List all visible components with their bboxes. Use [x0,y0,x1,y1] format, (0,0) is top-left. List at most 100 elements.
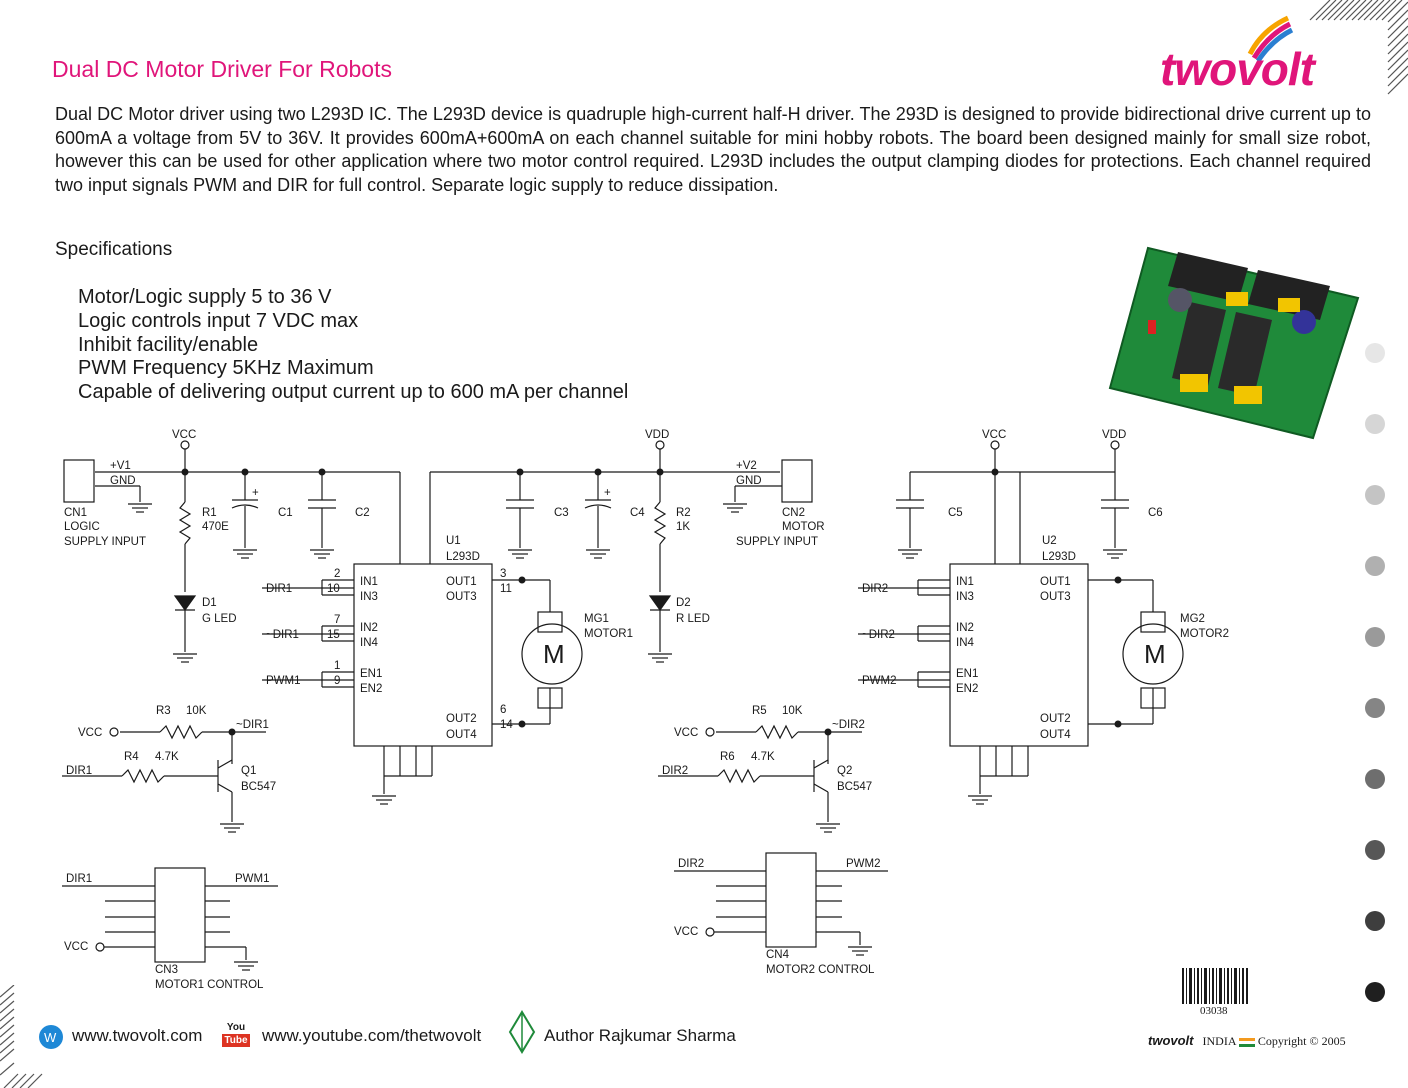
schematic-u2: VCC VDD C5 C6 U2 L293D DIR2 ~DIR2 PWM2 I… [858,429,1229,805]
vcc-label: VCC [172,429,196,441]
svg-text:2: 2 [334,568,340,580]
svg-text:VDD: VDD [1102,429,1126,441]
svg-text:+V1: +V1 [110,460,131,472]
specifications-heading: Specifications [55,239,173,260]
svg-text:OUT4: OUT4 [446,729,477,741]
svg-text:OUT2: OUT2 [446,713,477,725]
svg-text:4.7K: 4.7K [155,751,179,763]
copyright: twovolt INDIA Copyright © 2005 [1148,1033,1346,1048]
svg-text:L293D: L293D [446,551,480,563]
svg-text:W: W [44,1030,57,1045]
svg-text:C5: C5 [948,507,963,519]
svg-text:DIR1: DIR1 [66,873,92,885]
svg-text:IN1: IN1 [360,576,378,588]
svg-text:6: 6 [500,704,506,716]
pcb-photo [1108,246,1360,440]
spec-item: Motor/Logic supply 5 to 36 V [78,286,332,308]
svg-text:15: 15 [327,629,340,641]
svg-text:9: 9 [334,675,340,687]
svg-text:EN1: EN1 [956,668,978,680]
svg-text:DIR1: DIR1 [266,583,292,595]
svg-text:VCC: VCC [78,727,102,739]
specifications-list: Motor/Logic supply 5 to 36 V Logic contr… [78,286,628,405]
barcode-number: 03038 [1200,1005,1228,1017]
svg-text:R4: R4 [124,751,139,763]
svg-text:OUT3: OUT3 [1040,591,1071,603]
svg-text:MOTOR: MOTOR [782,521,825,533]
intro-paragraph: Dual DC Motor driver using two L293D IC.… [55,104,1371,195]
svg-text:R1: R1 [202,507,217,519]
svg-text:10K: 10K [782,705,803,717]
dot [1365,769,1385,789]
svg-text:D1: D1 [202,597,217,609]
svg-text:MG2: MG2 [1180,613,1205,625]
svg-text:G LED: G LED [202,613,237,625]
dot [1365,911,1385,931]
svg-text:1K: 1K [676,521,690,533]
svg-text:C4: C4 [630,507,645,519]
dot [1365,343,1385,363]
svg-text:C1: C1 [278,507,293,519]
svg-text:SUPPLY INPUT: SUPPLY INPUT [736,536,818,548]
svg-text:10: 10 [327,583,340,595]
svg-text:10K: 10K [186,705,207,717]
svg-text:OUT4: OUT4 [1040,729,1071,741]
website-link[interactable]: www.twovolt.com [72,1026,203,1045]
spec-item: Logic controls input 7 VDC max [78,309,359,332]
svg-text:~DIR1: ~DIR1 [236,719,269,731]
svg-text:MOTOR1 CONTROL: MOTOR1 CONTROL [155,979,264,991]
svg-text:PWM2: PWM2 [846,858,881,870]
svg-text:L293D: L293D [1042,551,1076,563]
svg-text:R6: R6 [720,751,735,763]
pen-nib-icon [508,1010,536,1054]
svg-text:PWM2: PWM2 [862,675,897,687]
svg-text:R5: R5 [752,705,767,717]
svg-text:R3: R3 [156,705,171,717]
svg-text:MOTOR2: MOTOR2 [1180,628,1229,640]
dot [1365,627,1385,647]
svg-text:U1: U1 [446,535,461,547]
spec-item: Inhibit facility/enable [78,333,259,356]
logo: twovolt [1160,43,1315,95]
youtube-link[interactable]: www.youtube.com/thetwovolt [262,1026,482,1045]
svg-text:MOTOR2 CONTROL: MOTOR2 CONTROL [766,964,875,976]
svg-text:BC547: BC547 [241,781,276,793]
svg-text:GND: GND [110,475,136,487]
svg-text:C2: C2 [355,507,370,519]
svg-text:470E: 470E [202,521,229,533]
dot [1365,982,1385,1002]
svg-text:EN2: EN2 [360,683,382,695]
dot [1365,556,1385,576]
svg-text:EN1: EN1 [360,668,382,680]
svg-text:14: 14 [500,719,513,731]
page-title: Dual DC Motor Driver For Robots [52,56,392,82]
dot [1365,485,1385,505]
svg-text:IN2: IN2 [956,622,974,634]
dot [1365,414,1385,434]
svg-text:7: 7 [334,614,340,626]
svg-text:DIR2: DIR2 [862,583,888,595]
svg-text:DIR1: DIR1 [66,765,92,777]
svg-text:VCC: VCC [674,727,698,739]
spec-item: Capable of delivering output current up … [78,381,629,404]
svg-text:VCC: VCC [982,429,1006,441]
svg-text:+V2: +V2 [736,460,757,472]
svg-text:VCC: VCC [64,941,88,953]
copyright-icon: © [1309,1034,1319,1048]
svg-text:~DIR1: ~DIR1 [266,629,299,641]
svg-text:IN2: IN2 [360,622,378,634]
svg-text:11: 11 [500,583,512,595]
svg-text:+: + [252,487,259,499]
logo-ribbon-icon [1247,15,1294,63]
corner-hatch [1309,0,1408,95]
schematic: VCC VDD +V1 GND CN1 LOGIC SUPPLY INPUT +… [62,429,888,991]
svg-text:OUT3: OUT3 [446,591,477,603]
svg-text:D2: D2 [676,597,691,609]
svg-text:IN4: IN4 [360,637,379,649]
svg-text:3: 3 [500,568,506,580]
corner-hatch-bottom [0,985,43,1088]
svg-text:GND: GND [736,475,762,487]
website-icon: W [39,1025,63,1049]
svg-text:R2: R2 [676,507,691,519]
svg-text:DIR2: DIR2 [662,765,688,777]
